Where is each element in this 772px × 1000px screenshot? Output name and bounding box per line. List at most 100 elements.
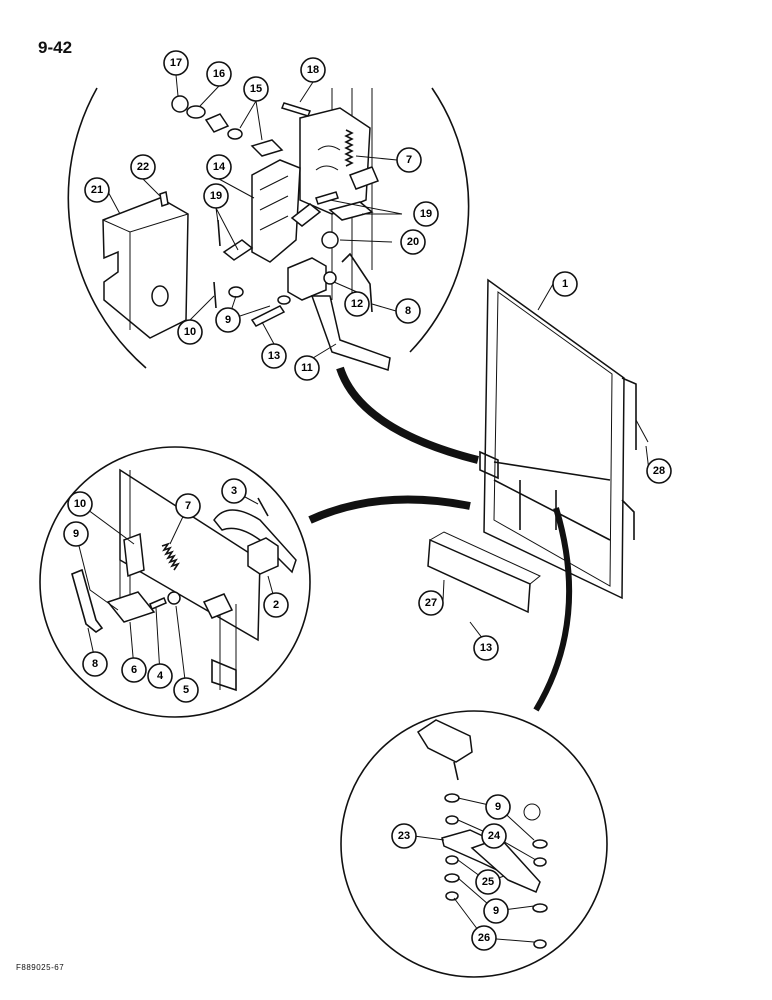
hinge-bottom <box>621 499 635 540</box>
plate-15 <box>204 113 230 133</box>
link-plate-right <box>290 203 322 227</box>
washer-12 <box>323 271 337 285</box>
svg-text:6: 6 <box>131 664 137 676</box>
svg-text:27: 27 <box>425 597 437 609</box>
svg-text:9: 9 <box>493 905 499 917</box>
callout-bottom-25: 25 <box>475 869 501 895</box>
callout-top-22: 22 <box>130 154 156 180</box>
plate-6 <box>106 591 156 623</box>
door-assembly <box>427 278 649 614</box>
callout-top-9: 9 <box>215 307 241 333</box>
svg-text:1: 1 <box>562 278 568 290</box>
callout-bottom-24: 24 <box>481 823 507 849</box>
callout-left-3: 3 <box>221 478 247 504</box>
bushing <box>348 166 380 190</box>
svg-text:19: 19 <box>210 190 222 202</box>
pin-3 <box>257 497 269 517</box>
svg-text:23: 23 <box>398 830 410 842</box>
nut-20 <box>321 231 339 249</box>
bolt-18 <box>281 102 311 117</box>
top-detail-boundary-left <box>67 87 147 369</box>
callout-bottom-23: 23 <box>391 823 417 849</box>
top-view-link-arc <box>336 366 479 464</box>
rod-8 <box>71 568 104 633</box>
callout-bubbles: 17 16 15 18 14 7 22 21 19 19 20 12 8 10 … <box>63 50 672 951</box>
svg-text:17: 17 <box>170 57 182 69</box>
callout-top-16: 16 <box>206 61 232 87</box>
latch-assembly <box>251 159 301 263</box>
left-view-link-arc <box>308 495 471 524</box>
callout-bottom-9-top: 9 <box>485 794 511 820</box>
screw-22 <box>159 191 169 207</box>
door-frame-outer <box>483 278 625 600</box>
callout-bottom-9-bottom: 9 <box>483 898 509 924</box>
bolt-13 <box>250 305 286 327</box>
washer-5 <box>167 591 181 605</box>
washer-16 <box>186 105 206 119</box>
svg-text:3: 3 <box>231 485 237 497</box>
svg-text:10: 10 <box>74 498 86 510</box>
handle-2 <box>213 509 297 574</box>
door-latch <box>479 450 499 480</box>
svg-text:11: 11 <box>301 362 313 374</box>
svg-text:18: 18 <box>307 64 319 76</box>
washer-13 <box>277 295 291 305</box>
svg-text:5: 5 <box>183 684 189 696</box>
cover-edges <box>102 213 189 330</box>
page-number: 9-42 <box>38 38 73 57</box>
handle <box>310 295 391 371</box>
pin-19 <box>217 219 221 247</box>
svg-text:9: 9 <box>73 528 79 540</box>
washer-mid <box>444 873 460 883</box>
left-detail-boundary <box>39 446 311 718</box>
left-detail-view <box>39 446 311 718</box>
svg-text:20: 20 <box>407 236 419 248</box>
callout-top-11: 11 <box>294 355 320 381</box>
svg-text:7: 7 <box>406 154 412 166</box>
cover <box>102 197 189 339</box>
mounting-bracket <box>299 107 371 215</box>
pin-19-right <box>315 191 339 205</box>
svg-text:21: 21 <box>91 184 103 196</box>
leader-28 <box>635 419 649 443</box>
stud <box>453 761 459 781</box>
step-plate-top <box>429 531 541 585</box>
tube <box>211 658 237 692</box>
svg-text:7: 7 <box>185 500 191 512</box>
nut-right-low <box>533 939 547 949</box>
callout-top-17: 17 <box>163 50 189 76</box>
svg-text:14: 14 <box>213 161 226 173</box>
svg-text:9: 9 <box>225 314 231 326</box>
svg-text:16: 16 <box>213 68 225 80</box>
callout-left-5: 5 <box>173 677 199 703</box>
callout-top-7: 7 <box>396 147 422 173</box>
latch-detail <box>259 175 289 231</box>
bushing-left <box>202 593 234 619</box>
svg-text:22: 22 <box>137 161 149 173</box>
callout-top-21: 21 <box>84 177 110 203</box>
callout-top-12: 12 <box>344 291 370 317</box>
left-panel <box>119 468 261 642</box>
svg-text:2: 2 <box>273 599 279 611</box>
callout-left-10: 10 <box>67 491 93 517</box>
nut-mid <box>445 855 459 865</box>
callout-left-8: 8 <box>82 651 108 677</box>
spring <box>344 129 354 167</box>
callout-top-15: 15 <box>243 76 269 102</box>
nut-bottom <box>445 891 459 901</box>
callout-left-9: 9 <box>63 521 89 547</box>
bracket-slots <box>315 145 341 171</box>
callout-top-14: 14 <box>206 154 232 180</box>
bottom-detail-view <box>340 710 608 978</box>
callout-door-27: 27 <box>418 590 444 616</box>
callout-top-8: 8 <box>395 298 421 324</box>
svg-text:8: 8 <box>92 658 98 670</box>
bottom-view-link-arc <box>533 507 573 712</box>
callout-left-7: 7 <box>175 493 201 519</box>
spring-7 <box>161 542 180 571</box>
callout-top-10: 10 <box>177 319 203 345</box>
phantom-ring <box>523 803 541 821</box>
svg-text:26: 26 <box>478 932 490 944</box>
svg-text:19: 19 <box>420 208 432 220</box>
nut-17 <box>171 95 189 113</box>
